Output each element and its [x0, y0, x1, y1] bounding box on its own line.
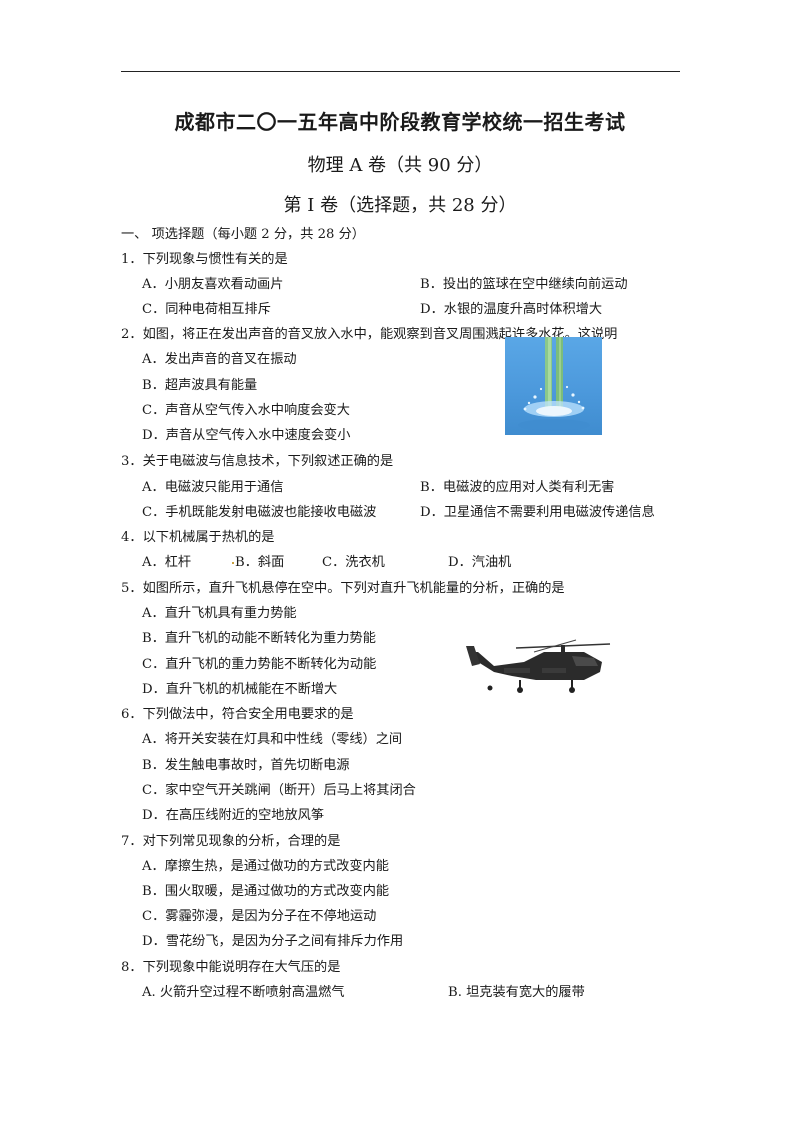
question-1-option-d: D．水银的温度升高时体积增大	[420, 302, 603, 317]
question-8-option-b: B. 坦克装有宽大的履带	[448, 985, 585, 1000]
question-4-option-a: A．杠杆	[142, 555, 192, 570]
question-4-stem: 4．以下机械属于热机的是	[121, 530, 275, 545]
question-1-option-b: B．投出的篮球在空中继续向前运动	[420, 277, 628, 292]
question-7-option-b: B．围火取暖，是通过做功的方式改变内能	[142, 884, 390, 899]
question-6-stem: 6．下列做法中，符合安全用电要求的是	[121, 707, 354, 722]
tuning-fork-splash-icon	[518, 337, 590, 431]
exam-title: 成都市二〇一五年高中阶段教育学校统一招生考试	[174, 110, 626, 134]
question-2-option-b: B．超声波具有能量	[142, 378, 258, 393]
question-7-stem: 7．对下列常见现象的分析，合理的是	[121, 834, 341, 849]
question-1-stem: 1．下列现象与惯性有关的是	[121, 252, 288, 267]
question-2-stem: 2．如图，将正在发出声音的音叉放入水中，能观察到音叉周围溅起许多水花。这说明	[121, 327, 618, 342]
part-heading: 第 I 卷（选择题，共 28 分）	[283, 195, 517, 216]
question-2-option-c: C．声音从空气传入水中响度会变大	[142, 403, 350, 418]
stray-dot	[232, 562, 234, 564]
question-1-option-c: C．同种电荷相互排斥	[142, 302, 271, 317]
question-7-option-d: D．雪花纷飞，是因为分子之间有排斥力作用	[142, 934, 404, 949]
helicopter-icon	[466, 639, 611, 693]
top-rule	[121, 71, 680, 72]
paper-subtitle: 物理 A 卷（共 90 分）	[307, 155, 493, 176]
question-6-option-d: D．在高压线附近的空地放风筝	[142, 808, 325, 823]
question-5-option-a: A．直升飞机具有重力势能	[142, 606, 297, 621]
question-2-option-d: D．声音从空气传入水中速度会变小	[142, 428, 351, 443]
question-7-option-a: A．摩擦生热，是通过做功的方式改变内能	[142, 859, 389, 874]
question-4-option-c: C．洗衣机	[322, 555, 385, 570]
question-3-option-c: C．手机既能发射电磁波也能接收电磁波	[142, 505, 377, 520]
question-5-option-b: B．直升飞机的动能不断转化为重力势能	[142, 631, 376, 646]
question-4-option-d: D．汽油机	[448, 555, 512, 570]
question-3-option-d: D．卫星通信不需要利用电磁波传递信息	[420, 505, 655, 520]
question-1-option-a: A．小朋友喜欢看动画片	[142, 277, 284, 292]
question-3-stem: 3．关于电磁波与信息技术，下列叙述正确的是	[121, 454, 394, 469]
question-6-option-c: C．家中空气开关跳闸（断开）后马上将其闭合	[142, 783, 416, 798]
question-2-option-a: A．发出声音的音叉在振动	[142, 352, 297, 367]
question-6-option-b: B．发生触电事故时，首先切断电源	[142, 758, 350, 773]
question-5-option-d: D．直升飞机的机械能在不断增大	[142, 682, 338, 697]
question-3-option-b: B．电磁波的应用对人类有利无害	[420, 480, 615, 495]
question-3-option-a: A．电磁波只能用于通信	[142, 480, 284, 495]
tuning-fork-water-image	[505, 337, 602, 435]
question-5-option-c: C．直升飞机的重力势能不断转化为动能	[142, 657, 377, 672]
question-7-option-c: C．雾霾弥漫，是因为分子在不停地运动	[142, 909, 377, 924]
section-label: 一、 项选择题（每小题 2 分，共 28 分）	[121, 227, 365, 242]
question-6-option-a: A．将开关安装在灯具和中性线（零线）之间	[142, 732, 403, 747]
question-4-option-b: B．斜面	[235, 555, 285, 570]
question-5-stem: 5．如图所示，直升飞机悬停在空中。下列对直升飞机能量的分析，正确的是	[121, 581, 565, 596]
question-8-option-a: A. 火箭升空过程不断喷射高温燃气	[142, 985, 345, 1000]
question-8-stem: 8．下列现象中能说明存在大气压的是	[121, 960, 341, 975]
